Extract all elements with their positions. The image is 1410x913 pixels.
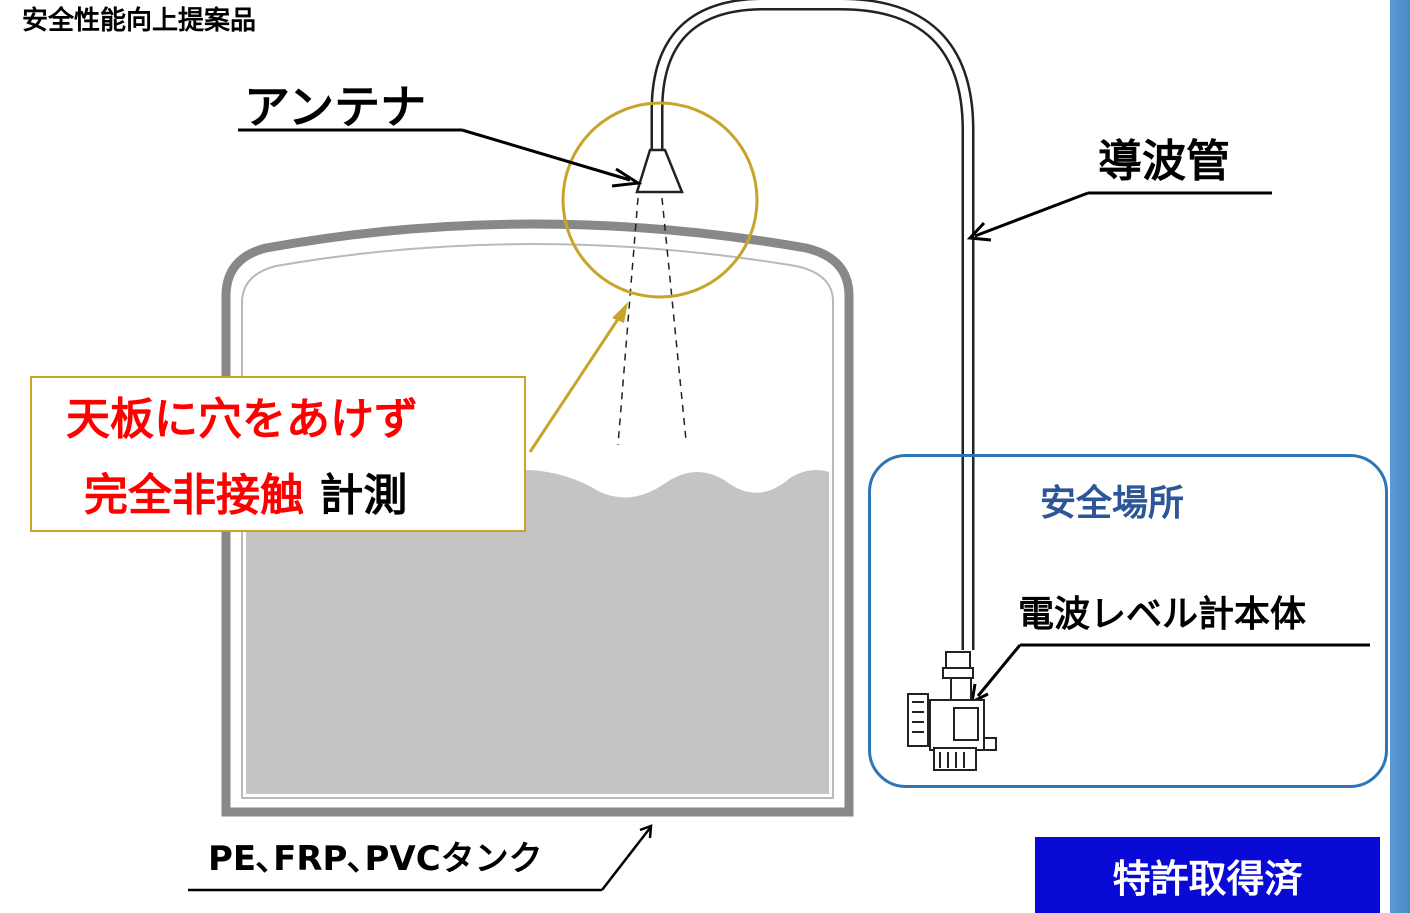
antenna-leader-line — [461, 128, 631, 182]
safe-area-box — [868, 454, 1388, 788]
antenna-leader-arrowhead — [611, 167, 643, 188]
callout-measure-text: 計測 — [319, 470, 408, 521]
antenna-horn-icon — [635, 148, 684, 194]
tank-material-label: PE､FRP､PVCタンク — [208, 839, 543, 879]
meter-body-label: 電波レベル計本体 — [1018, 594, 1307, 635]
callout-line2: 完全非接触 計測 — [84, 474, 407, 518]
callout-leader-line — [528, 309, 626, 453]
callout-leader-arrowhead — [612, 302, 628, 323]
tank-leader-arrowhead — [639, 824, 653, 839]
top-label: 安全性能向上提案品 — [22, 6, 257, 36]
radar-beam-left — [617, 197, 639, 446]
tank-leader-line — [601, 827, 651, 891]
callout-box — [30, 376, 526, 532]
meter-leader-line — [976, 644, 1022, 697]
patent-badge: 特許取得済 — [1035, 837, 1380, 913]
waveguide-leader-line — [974, 191, 1089, 238]
waveguide-leader-arrowhead — [966, 221, 992, 242]
tank-inner-wall — [241, 243, 834, 799]
antenna-highlight-circle — [561, 101, 759, 299]
callout-highlight-text: 完全非接触 — [84, 470, 304, 521]
radar-beam-right — [661, 197, 687, 441]
callout-line1: 天板に穴をあけず — [66, 394, 418, 445]
radar-level-meter-icon — [907, 651, 997, 771]
waveguide-tube-inner — [653, 0, 972, 650]
side-strip — [1390, 0, 1410, 913]
antenna-label: アンテナ — [244, 80, 427, 134]
waveguide-label: 導波管 — [1098, 136, 1230, 187]
tank-liquid — [246, 466, 829, 794]
safe-area-label: 安全場所 — [1040, 483, 1185, 524]
